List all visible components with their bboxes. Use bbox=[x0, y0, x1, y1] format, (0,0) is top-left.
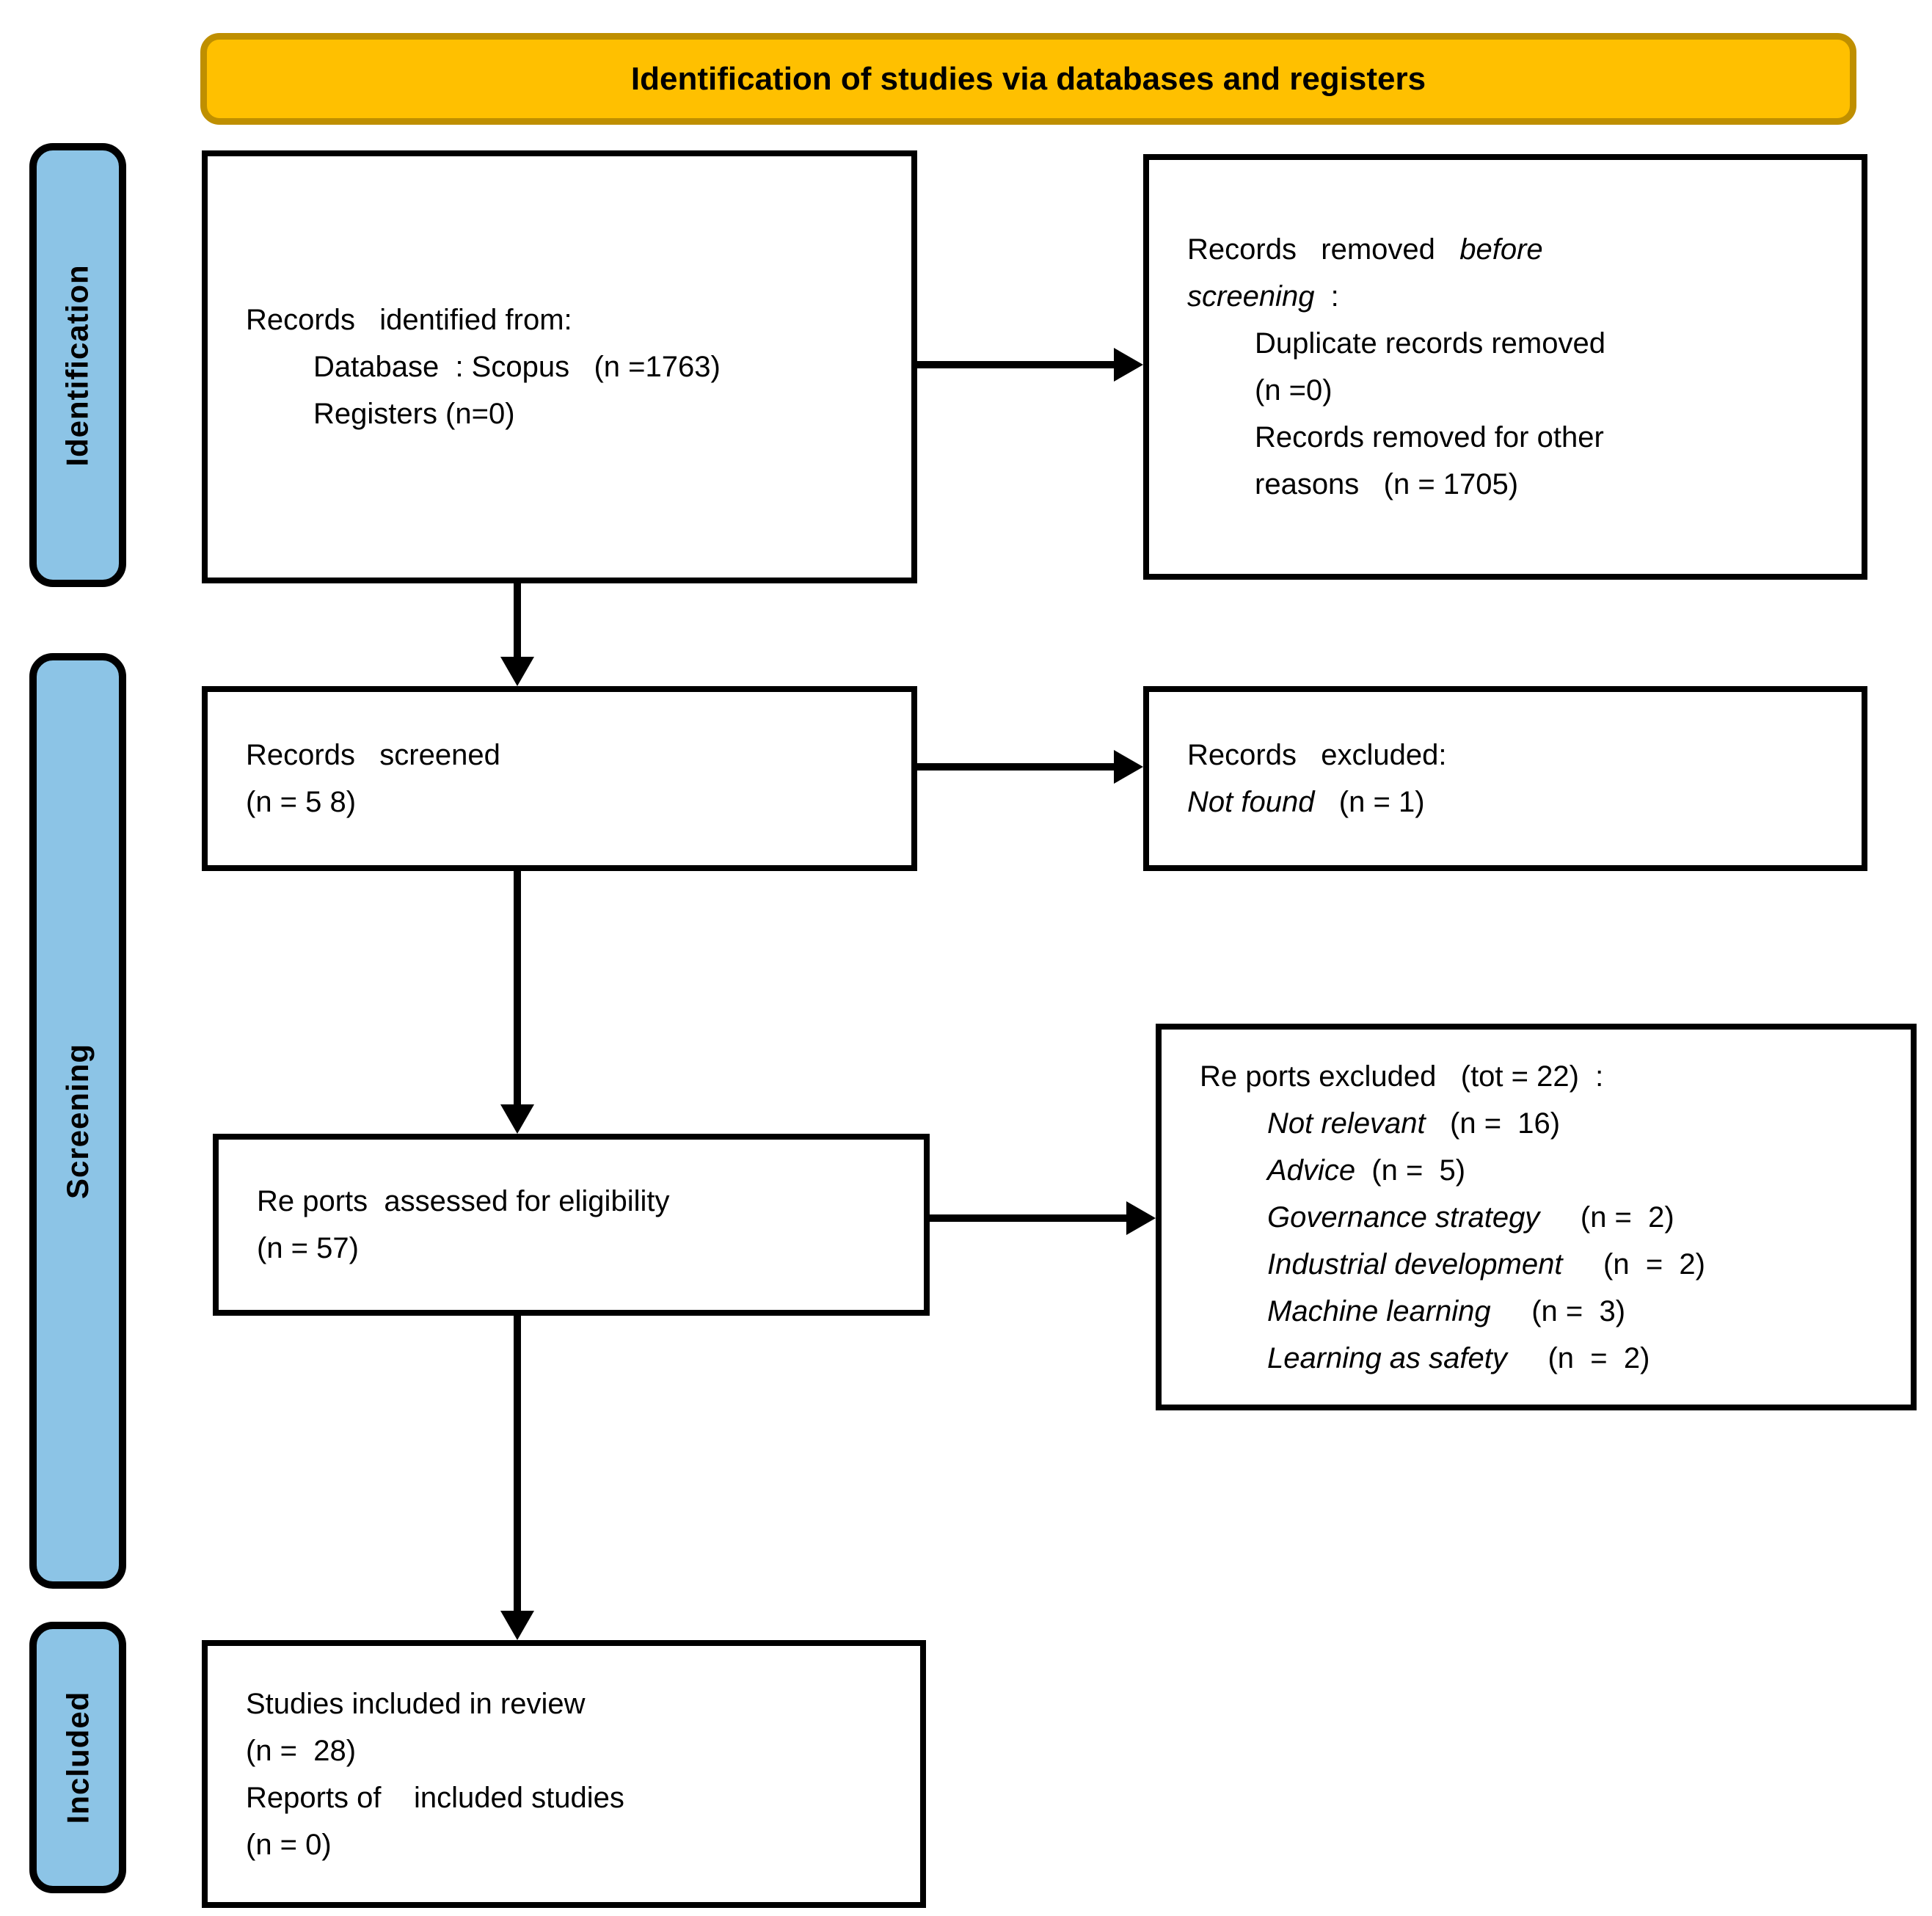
records-removed-item1-line1: Duplicate records removed bbox=[1255, 327, 1605, 360]
reports-excluded-item: Not relevant (n = 16) bbox=[1267, 1107, 1561, 1140]
reports-excluded-item: Advice (n = 5) bbox=[1267, 1154, 1466, 1187]
studies-included-line4: (n = 0) bbox=[246, 1828, 332, 1861]
reports-excluded-item: Governance strategy (n = 2) bbox=[1267, 1201, 1674, 1234]
records-identified-line1: Records identified from: bbox=[246, 304, 572, 336]
records-removed-item1-line2: (n =0) bbox=[1255, 374, 1333, 407]
records-excluded-line2: Not found (n = 1) bbox=[1187, 786, 1425, 818]
arrowhead-assessed-to-reports-excluded bbox=[1126, 1201, 1156, 1235]
records-excluded-line1: Records excluded: bbox=[1187, 739, 1447, 771]
box-reports-excluded: Re ports excluded (tot = 22) : Not relev… bbox=[1156, 1024, 1917, 1410]
reports-assessed-line2: (n = 57) bbox=[257, 1232, 359, 1264]
stage-bar-identification: Identification bbox=[29, 143, 126, 587]
banner: Identification of studies via databases … bbox=[200, 33, 1856, 125]
arrowhead-identified-to-screened bbox=[500, 657, 534, 686]
studies-included-line1: Studies included in review bbox=[246, 1687, 586, 1720]
reports-excluded-heading: Re ports excluded (tot = 22) : bbox=[1200, 1060, 1604, 1093]
box-studies-included: Studies included in review (n = 28) Repo… bbox=[202, 1640, 926, 1908]
arrowhead-assessed-to-included bbox=[500, 1611, 534, 1640]
box-records-screened: Records screened (n = 5 8) bbox=[202, 686, 917, 871]
arrow-screened-to-assessed bbox=[514, 871, 521, 1107]
records-screened-line1: Records screened bbox=[246, 739, 500, 771]
box-records-identified: Records identified from: Database : Scop… bbox=[202, 150, 917, 583]
studies-included-line3: Reports of included studies bbox=[246, 1781, 624, 1814]
arrow-screened-to-excluded bbox=[917, 763, 1117, 771]
banner-title: Identification of studies via databases … bbox=[630, 60, 1426, 97]
stage-label-identification: Identification bbox=[60, 263, 95, 467]
stage-bar-included: Included bbox=[29, 1622, 126, 1893]
records-removed-line1: Records removed before bbox=[1187, 233, 1543, 266]
records-screened-line2: (n = 5 8) bbox=[246, 786, 357, 818]
reports-excluded-item: Learning as safety (n = 2) bbox=[1267, 1341, 1650, 1374]
studies-included-line2: (n = 28) bbox=[246, 1734, 357, 1767]
box-reports-assessed: Re ports assessed for eligibility (n = 5… bbox=[213, 1134, 930, 1316]
reports-excluded-item: Industrial development (n = 2) bbox=[1267, 1247, 1705, 1281]
records-identified-line3: Registers (n=0) bbox=[313, 398, 515, 430]
records-removed-item2-line2: reasons (n = 1705) bbox=[1255, 468, 1519, 500]
stage-label-included: Included bbox=[60, 1691, 95, 1824]
box-records-removed: Records removed before screening : Dupli… bbox=[1143, 154, 1867, 580]
records-identified-line2: Database : Scopus (n =1763) bbox=[313, 351, 721, 383]
arrowhead-identified-to-removed bbox=[1114, 348, 1143, 382]
arrow-identified-to-removed bbox=[917, 361, 1117, 368]
arrowhead-screened-to-excluded bbox=[1114, 750, 1143, 784]
reports-assessed-line1: Re ports assessed for eligibility bbox=[257, 1185, 670, 1217]
arrow-assessed-to-included bbox=[514, 1316, 521, 1612]
reports-excluded-item: Machine learning (n = 3) bbox=[1267, 1294, 1626, 1327]
arrow-assessed-to-reports-excluded bbox=[930, 1214, 1129, 1222]
records-removed-line2: screening : bbox=[1187, 280, 1339, 313]
box-records-excluded: Records excluded: Not found (n = 1) bbox=[1143, 686, 1867, 871]
stage-label-screening: Screening bbox=[60, 1043, 95, 1199]
records-removed-item2-line1: Records removed for other bbox=[1255, 421, 1604, 453]
arrowhead-screened-to-assessed bbox=[500, 1104, 534, 1134]
stage-bar-screening: Screening bbox=[29, 653, 126, 1589]
arrow-identified-to-screened bbox=[514, 583, 521, 660]
